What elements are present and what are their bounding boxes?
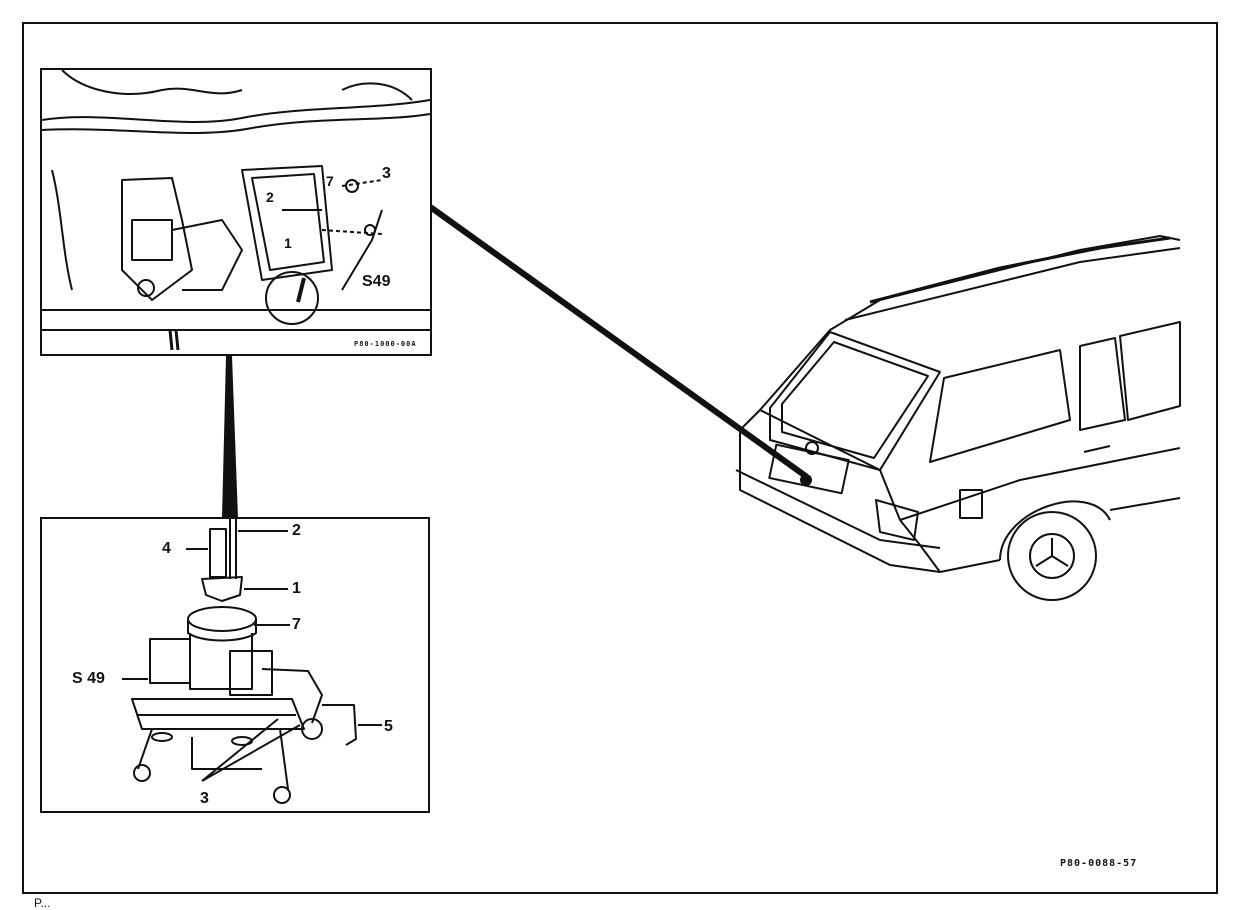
leader-line-top-to-bottom bbox=[222, 356, 238, 518]
leader-line-top-to-car bbox=[430, 203, 808, 480]
vacuum-element-inset: 2 4 1 7 S 49 5 3 bbox=[40, 517, 430, 813]
vacuum-element-drawing bbox=[122, 519, 382, 804]
station-wagon-drawing bbox=[735, 235, 1181, 601]
callout-1: 1 bbox=[292, 580, 301, 597]
callout-2: 2 bbox=[292, 522, 301, 539]
inset-code: P80-1000-00A bbox=[354, 340, 417, 348]
caption-fragment: P... bbox=[34, 896, 51, 910]
callout-4: 4 bbox=[162, 540, 171, 557]
callout-7: 7 bbox=[292, 616, 301, 633]
callout-s49: S 49 bbox=[72, 670, 105, 687]
figure-frame bbox=[22, 22, 1218, 894]
figure-code: P80-0088-57 bbox=[1060, 858, 1138, 869]
callout-3: 3 bbox=[382, 165, 391, 182]
callout-3: 3 bbox=[200, 790, 209, 807]
tailgate-interior-drawing bbox=[42, 70, 431, 351]
tailgate-interior-inset: 3 7 2 1 S49 P80-1000-00A bbox=[40, 68, 432, 356]
callout-5: 5 bbox=[384, 718, 393, 735]
callout-1: 1 bbox=[284, 235, 292, 251]
callout-2: 2 bbox=[266, 189, 274, 205]
callout-s49: S49 bbox=[362, 273, 391, 290]
callout-7: 7 bbox=[326, 173, 335, 189]
